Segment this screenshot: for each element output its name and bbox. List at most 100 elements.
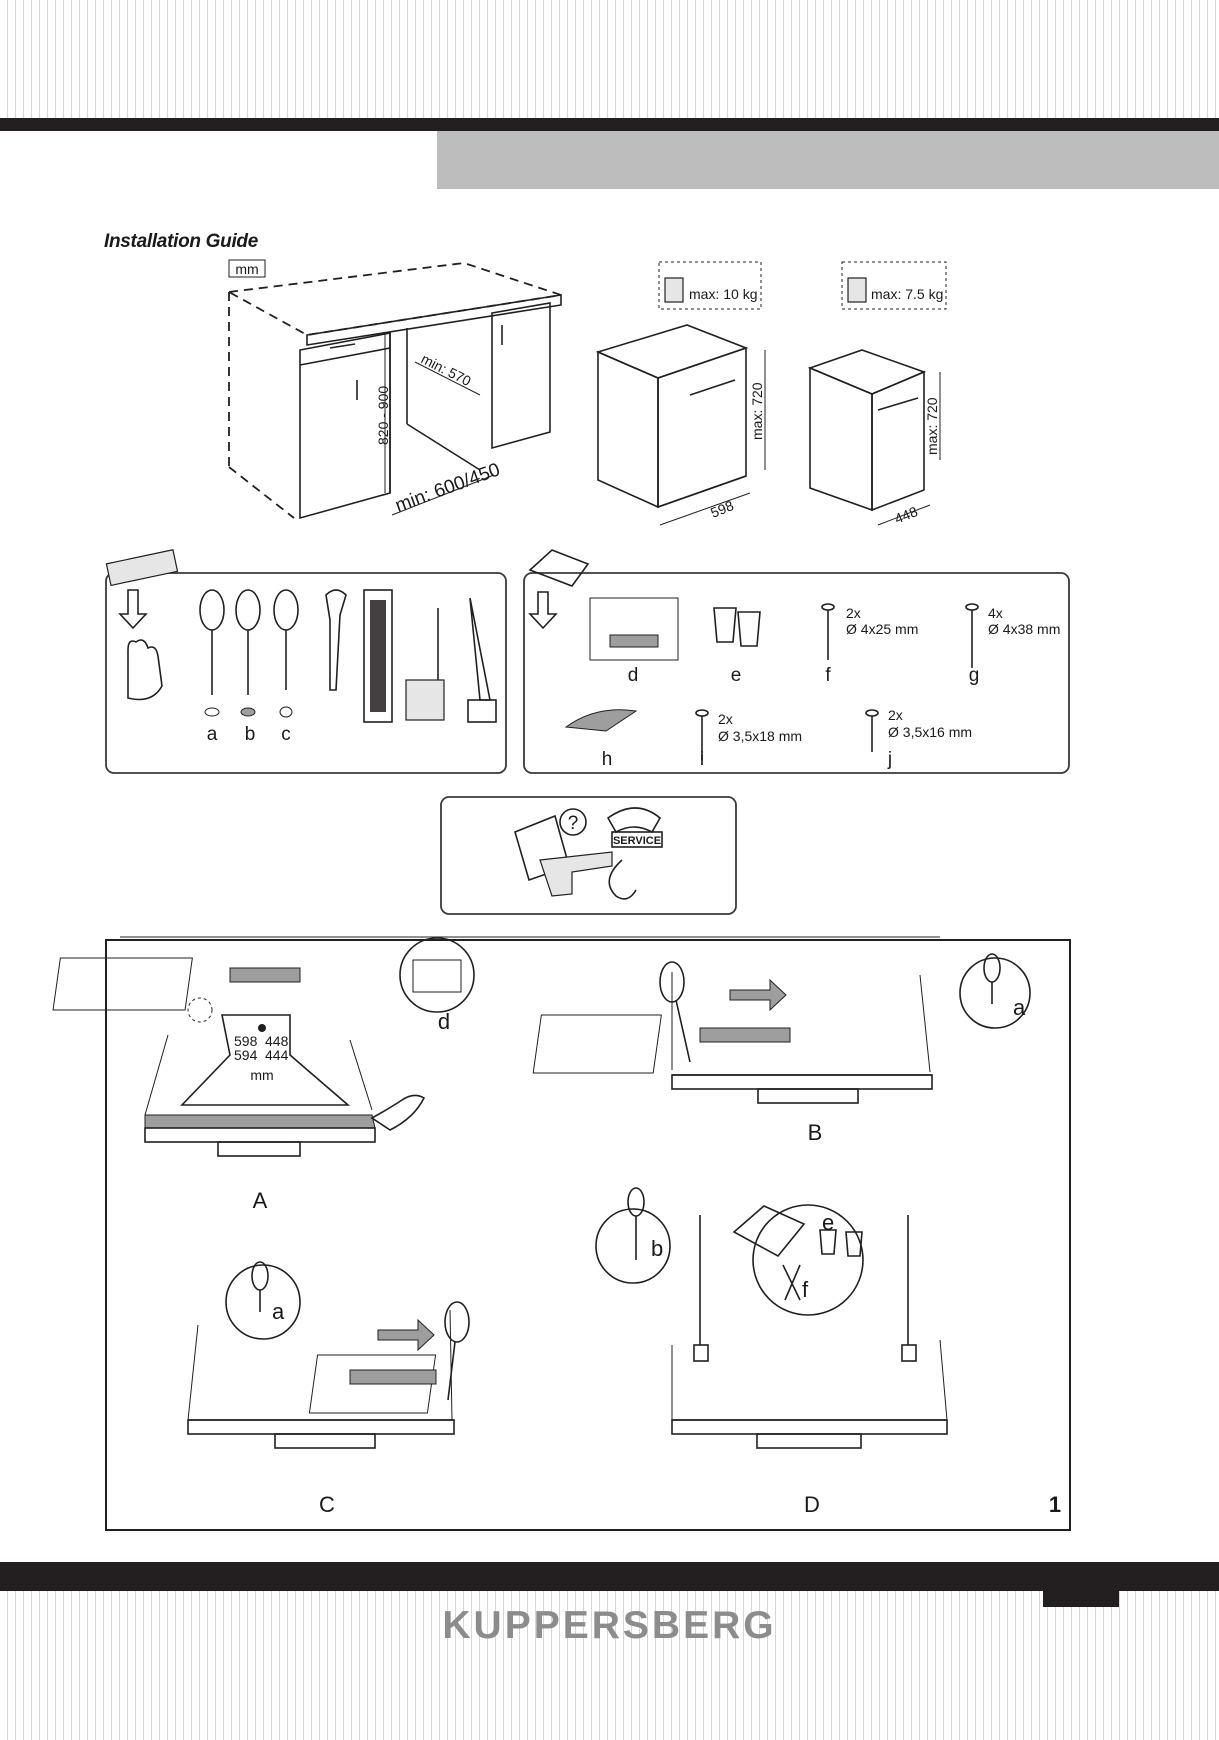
door-height-small-label: max: 720 xyxy=(924,397,940,455)
template-value-598: 598 xyxy=(234,1033,258,1049)
part-label-j: j xyxy=(887,749,892,770)
figure-number: 1 xyxy=(1049,1492,1061,1517)
detail-a-circle-c xyxy=(225,1264,301,1340)
part-label-g: g xyxy=(969,665,980,686)
tools-panel: a b c xyxy=(105,549,507,774)
template-value-448: 448 xyxy=(265,1033,289,1049)
detail-label-a-b: a xyxy=(1013,995,1026,1020)
step-b: a B xyxy=(532,953,1031,1145)
screw-f-icon xyxy=(821,603,835,660)
parts-panel: d e 2x Ø 4x25 mm f 4x Ø 4x38 mm g h 2x xyxy=(523,549,1070,774)
template-sheet-icon xyxy=(589,597,679,661)
screwdriver-icon xyxy=(659,961,685,1003)
weight-icon xyxy=(847,277,867,303)
service-sign xyxy=(611,831,663,848)
step-d: b e f D xyxy=(595,1187,948,1517)
part-g-size: Ø 4x38 mm xyxy=(988,621,1060,637)
step-label-b: B xyxy=(808,1120,823,1145)
plastic-caps-icon xyxy=(713,607,761,647)
parts-bag-icon xyxy=(528,549,590,587)
width-small-label: 448 xyxy=(892,503,920,527)
tool-label-b: b xyxy=(245,724,256,745)
installation-steps-frame xyxy=(105,936,1071,1531)
tape-measure-icon xyxy=(405,608,445,721)
part-f-qty: 2x xyxy=(846,605,861,621)
part-label-i: i xyxy=(700,749,704,770)
saw-icon xyxy=(467,597,497,723)
part-j-size: Ø 3,5x16 mm xyxy=(888,724,972,740)
part-g-qty: 4x xyxy=(988,605,1003,621)
step-label-c: C xyxy=(319,1492,335,1517)
door-height-large-label: max: 720 xyxy=(749,382,765,440)
part-i-qty: 2x xyxy=(718,711,733,727)
cabinet-depth-label: min: 570 xyxy=(419,350,474,389)
cabinet-height-label: 820 - 900 xyxy=(375,386,391,445)
parts-bag-icon xyxy=(732,1205,806,1258)
detail-label-d: d xyxy=(438,1009,450,1034)
template-unit: mm xyxy=(250,1067,273,1083)
detail-a-circle xyxy=(959,957,1031,1029)
detail-d-circle xyxy=(399,937,475,1013)
detail-label-e: e xyxy=(822,1210,834,1235)
screwdriver-a-icon xyxy=(199,589,225,717)
part-label-d: d xyxy=(628,665,639,686)
screw-j-icon xyxy=(865,709,879,752)
gloves-icon xyxy=(127,639,163,701)
bottom-footer-bar xyxy=(0,1562,1219,1591)
manual-icon xyxy=(539,851,613,897)
door-clip-icon xyxy=(564,709,638,732)
arrow-right-icon xyxy=(729,978,787,1012)
part-i-size: Ø 3,5x18 mm xyxy=(718,728,802,744)
dishwasher-598-diagram: max: 10 kg 598 max: 720 xyxy=(595,261,766,526)
arrow-down-icon xyxy=(528,591,558,630)
page-number-tab xyxy=(1043,1591,1119,1607)
eye-icon xyxy=(258,1024,266,1032)
top-stripe-pattern xyxy=(0,0,1219,118)
service-panel: ? SERVICE xyxy=(440,796,737,915)
question-mark: ? xyxy=(568,813,579,834)
question-icon xyxy=(559,808,587,836)
part-label-f: f xyxy=(825,665,831,686)
dishwasher-448-diagram: max: 7.5 kg 448 max: 720 xyxy=(807,261,947,527)
screwdriver-icon xyxy=(444,1301,470,1343)
bottom-stripe-pattern xyxy=(0,1591,1219,1740)
detail-label-b: b xyxy=(651,1236,663,1261)
step-c: a C xyxy=(187,1261,470,1517)
spirit-level-icon xyxy=(363,589,393,723)
part-j-qty: 2x xyxy=(888,707,903,723)
tool-label-c: c xyxy=(281,724,291,745)
detail-label-f: f xyxy=(802,1277,809,1302)
arrow-right-icon xyxy=(377,1318,435,1352)
screw-g-icon xyxy=(965,603,979,668)
door-weight-small-label: max: 7.5 kg xyxy=(871,286,943,302)
toolbox-icon xyxy=(105,549,179,587)
detail-b-circle xyxy=(595,1208,671,1284)
top-header-bar xyxy=(0,118,1219,131)
door-weight-large-label: max: 10 kg xyxy=(689,286,757,302)
hand-icon xyxy=(370,1094,426,1131)
unit-label: mm xyxy=(235,261,258,277)
template-value-444: 444 xyxy=(265,1047,289,1063)
arrow-down-icon xyxy=(118,589,148,630)
screwdriver-b-icon xyxy=(235,589,261,717)
pliers-icon xyxy=(325,589,347,691)
detail-ef-circle xyxy=(752,1204,864,1316)
header-grey-band xyxy=(437,131,1219,189)
step-a: 598 448 594 444 mm d A xyxy=(52,937,475,1213)
unit-box xyxy=(228,259,266,278)
part-label-e: e xyxy=(731,665,742,686)
step-label-d: D xyxy=(804,1492,820,1517)
cabinet-width-label: min: 600/450 xyxy=(393,459,503,516)
service-label: SERVICE xyxy=(613,835,661,847)
screwdriver-c-icon xyxy=(273,589,299,718)
brand-logo: KUPPERSBERG xyxy=(442,1604,777,1647)
screw-i-icon xyxy=(695,709,709,760)
detail-label-a-c: a xyxy=(272,1299,285,1324)
part-label-h: h xyxy=(602,749,613,770)
part-f-size: Ø 4x25 mm xyxy=(846,621,918,637)
step-label-a: A xyxy=(253,1188,268,1213)
cabinet-niche-diagram: mm 820 - 900 min: 570 min: 600/450 xyxy=(226,259,562,520)
page-title: Installation Guide xyxy=(104,231,259,252)
width-large-label: 598 xyxy=(708,497,736,521)
